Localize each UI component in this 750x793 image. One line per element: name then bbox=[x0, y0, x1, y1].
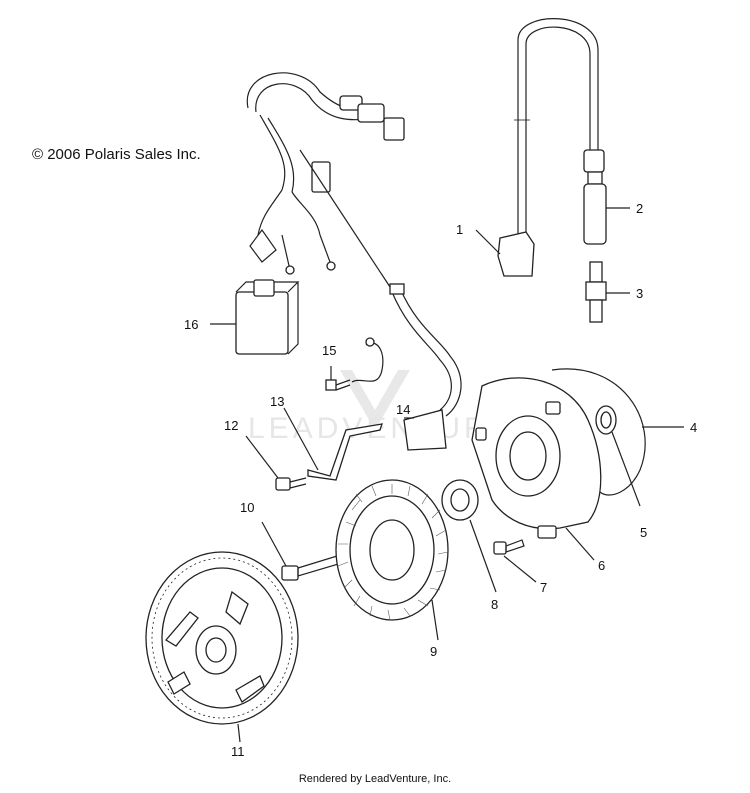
callout-labels: 1 2 3 4 5 6 7 8 9 10 11 12 13 14 15 16 bbox=[184, 201, 697, 759]
wiring-harness bbox=[246, 72, 405, 291]
render-credit: Rendered by LeadVenture, Inc. bbox=[298, 773, 452, 785]
callout-15: 15 bbox=[322, 343, 336, 358]
seal-5 bbox=[595, 405, 641, 507]
callout-6: 6 bbox=[598, 558, 605, 573]
callout-3: 3 bbox=[636, 286, 643, 301]
callout-5: 5 bbox=[640, 525, 647, 540]
ignition-coil-assembly bbox=[475, 18, 630, 323]
callout-13: 13 bbox=[270, 394, 284, 409]
cover-6 bbox=[471, 377, 602, 561]
callout-14: 14 bbox=[396, 402, 410, 417]
callout-16: 16 bbox=[184, 317, 198, 332]
callout-2: 2 bbox=[636, 201, 643, 216]
stator-lead bbox=[351, 283, 462, 451]
flywheel-11 bbox=[145, 551, 299, 743]
callout-4: 4 bbox=[690, 420, 697, 435]
seal-8 bbox=[441, 479, 497, 593]
cdi-module bbox=[210, 279, 300, 355]
callout-11: 11 bbox=[231, 744, 245, 759]
bracket-13 bbox=[283, 407, 383, 481]
bolt-7 bbox=[493, 539, 537, 583]
callout-12: 12 bbox=[224, 418, 238, 433]
bolt-15 bbox=[325, 366, 351, 391]
callout-10: 10 bbox=[240, 500, 254, 515]
copyright-notice: © 2006 Polaris Sales Inc. bbox=[32, 146, 201, 163]
callout-1: 1 bbox=[456, 222, 463, 237]
bolt-12 bbox=[245, 435, 307, 491]
callout-9: 9 bbox=[430, 644, 437, 659]
stator-9 bbox=[335, 479, 449, 641]
callout-7: 7 bbox=[540, 580, 547, 595]
gasket-4 bbox=[551, 368, 684, 496]
callout-8: 8 bbox=[491, 597, 498, 612]
